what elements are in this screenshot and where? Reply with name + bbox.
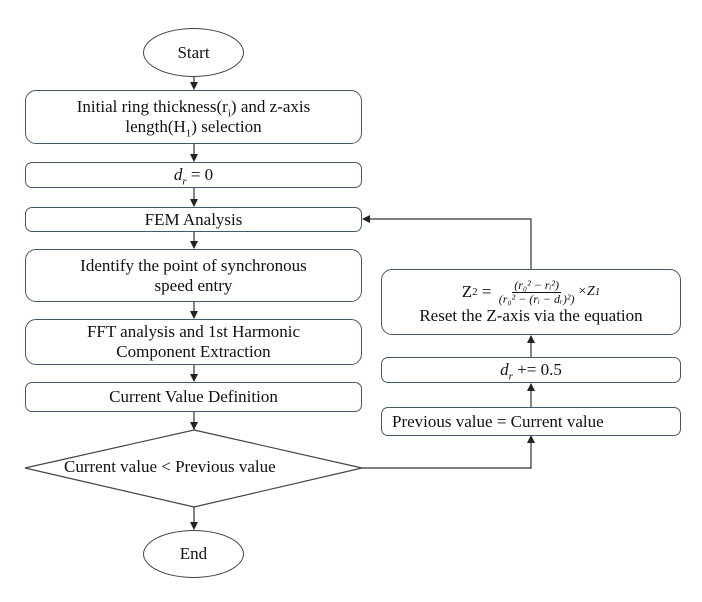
edge-resetz-fem bbox=[362, 215, 532, 269]
end-label: End bbox=[179, 544, 208, 563]
dr-increment-box: dr += 0.5 bbox=[381, 357, 681, 383]
init-text-b: ) and z-axis bbox=[230, 97, 311, 116]
identify-sync-box: Identify the point of synchronous speed … bbox=[25, 249, 362, 302]
start-terminal: Start bbox=[143, 28, 244, 77]
fft-line-1: FFT analysis and 1st Harmonic bbox=[86, 322, 301, 341]
dr-zero-box: dr = 0 bbox=[25, 162, 362, 188]
dr-zero-rest: = 0 bbox=[186, 165, 214, 184]
fem-label: FEM Analysis bbox=[144, 209, 243, 229]
z-numerator: (r₀² − rᵢ²) bbox=[512, 277, 561, 293]
current-value-definition-box: Current Value Definition bbox=[25, 382, 362, 412]
dr-inc-sub: r bbox=[508, 370, 513, 383]
init-text-d: ) selection bbox=[191, 117, 262, 136]
z-denominator: (r₀² − (rᵢ − dᵣ)²) bbox=[498, 291, 575, 306]
z-equals: = bbox=[477, 282, 496, 301]
init-selection-box: Initial ring thickness(ri) and z-axis le… bbox=[25, 90, 362, 144]
init-sub-i: i bbox=[227, 107, 231, 120]
dr-inc-var: d bbox=[500, 360, 509, 379]
init-sub-1: 1 bbox=[185, 127, 192, 140]
end-terminal: End bbox=[143, 530, 244, 578]
dr-var: d bbox=[173, 165, 183, 184]
fft-analysis-box: FFT analysis and 1st Harmonic Component … bbox=[25, 319, 362, 365]
init-text-a: Initial ring thickness(r bbox=[76, 97, 228, 116]
reset-z-caption: Reset the Z-axis via the equation bbox=[419, 305, 643, 325]
identify-line-2: speed entry bbox=[154, 275, 233, 295]
start-label: Start bbox=[177, 42, 210, 62]
current-def-label: Current Value Definition bbox=[109, 387, 278, 406]
z-lhs: Z bbox=[461, 282, 473, 301]
fft-line-2: Component Extraction bbox=[116, 342, 271, 361]
init-line-2: length(H1) selection bbox=[125, 117, 262, 140]
init-line-1: Initial ring thickness(ri) and z-axis bbox=[76, 97, 311, 120]
fem-analysis-box: FEM Analysis bbox=[25, 207, 362, 232]
prev-eq-curr-label: Previous value = Current value bbox=[392, 411, 604, 431]
decision-label: Current value < Previous value bbox=[64, 457, 276, 476]
dr-inc-rest: += 0.5 bbox=[512, 360, 562, 379]
z-fraction: (r₀² − rᵢ²) (r₀² − (rᵢ − dᵣ)²) bbox=[497, 277, 577, 306]
z-times: ×Z bbox=[577, 284, 595, 299]
identify-line-1: Identify the point of synchronous bbox=[80, 255, 307, 275]
init-text-c: length(H bbox=[125, 117, 186, 136]
edge-decision-prev bbox=[362, 435, 535, 469]
dr-sub: r bbox=[182, 175, 187, 188]
previous-equals-current-box: Previous value = Current value bbox=[381, 407, 681, 436]
